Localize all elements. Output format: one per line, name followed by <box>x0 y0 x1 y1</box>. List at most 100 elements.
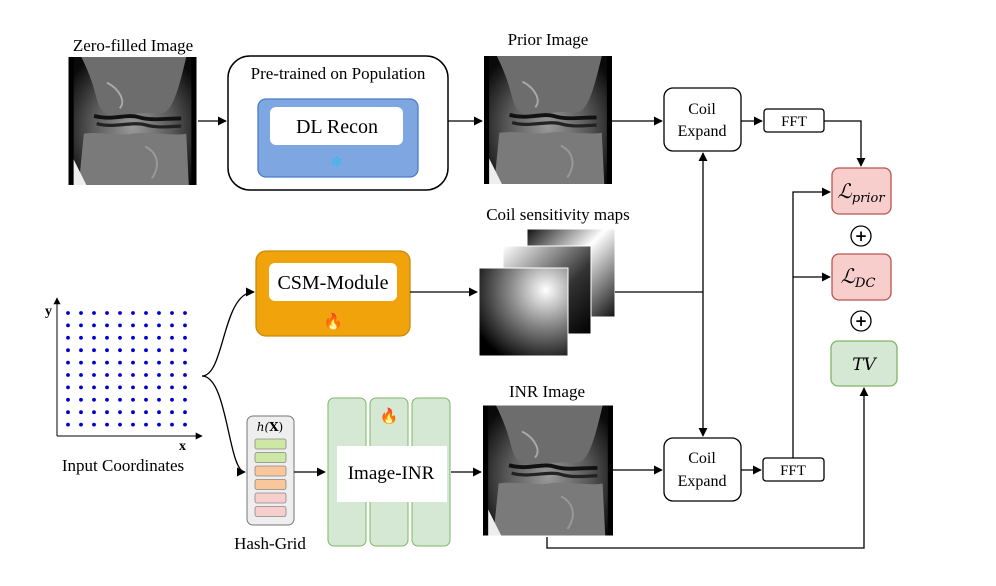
grid-point <box>183 385 187 390</box>
grid-point <box>92 348 96 353</box>
inr-image-label: INR Image <box>509 382 585 401</box>
grid-point <box>183 348 187 353</box>
grid-point <box>79 335 83 340</box>
grid-point <box>79 348 83 353</box>
hash-grid-layers <box>254 438 287 517</box>
grid-point <box>183 373 187 377</box>
plus-circle-1 <box>850 225 872 247</box>
hash-layer <box>254 438 287 450</box>
fire-icon-inr: 🔥 <box>380 407 399 425</box>
grid-point <box>157 348 161 353</box>
grid-point <box>131 385 135 390</box>
fft-top-label: FFT <box>781 114 807 130</box>
tv-box <box>830 340 898 387</box>
grid-point <box>157 360 161 365</box>
grid-point <box>183 335 187 340</box>
grid-point <box>79 410 83 415</box>
hash-layer <box>254 506 287 517</box>
grid-point <box>79 422 83 427</box>
grid-point <box>92 410 96 415</box>
grid-point <box>170 335 174 340</box>
grid-point <box>79 311 83 315</box>
grid-point <box>66 410 70 415</box>
hash-fn-close: ) <box>279 420 284 434</box>
loss-dc-sub: DC <box>854 276 875 291</box>
grid-point <box>105 410 109 415</box>
csm-module-label: CSM-Module <box>277 272 388 294</box>
coil-expand-bottom <box>663 437 742 502</box>
plus-circle-2 <box>850 310 872 332</box>
inr-image <box>483 404 613 537</box>
grid-point <box>92 335 96 340</box>
grid-point <box>105 335 109 340</box>
grid-point <box>170 373 174 377</box>
grid-point <box>144 311 148 315</box>
grid-point <box>118 335 122 340</box>
grid-point <box>144 335 148 340</box>
image-inr-label: Image-INR <box>348 463 435 484</box>
grid-point <box>170 311 174 315</box>
grid-point <box>131 373 135 377</box>
grid-point <box>92 323 96 328</box>
grid-point <box>105 422 109 427</box>
zero-filled-label: Zero-filled Image <box>73 36 193 55</box>
grid-point <box>105 385 109 390</box>
grid-point <box>144 323 148 328</box>
hash-fn-h: h( <box>257 420 270 434</box>
hash-fn-x: X <box>269 420 279 434</box>
arrow-coords-to-csm <box>201 287 255 377</box>
grid-point <box>92 385 96 390</box>
grid-point <box>183 422 187 427</box>
arrow-fft-to-prior-loss <box>824 120 866 167</box>
grid-point <box>131 335 135 340</box>
grid-point <box>170 348 174 353</box>
tv-label: TV <box>852 355 877 375</box>
plus-sign-1: + <box>855 227 868 245</box>
grid-point <box>92 311 96 315</box>
grid-point <box>170 323 174 328</box>
grid-point <box>144 348 148 353</box>
grid-point <box>157 422 161 427</box>
grid-point <box>79 360 83 365</box>
grid-point <box>118 385 122 390</box>
grid-point <box>105 373 109 377</box>
grid-point <box>66 348 70 353</box>
grid-point <box>131 410 135 415</box>
grid-point <box>66 373 70 377</box>
grid-point <box>92 373 96 377</box>
grid-point <box>157 373 161 377</box>
grid-point <box>66 385 70 390</box>
loss-prior-main: ℒ <box>837 179 852 203</box>
image-inr-inner <box>337 446 447 502</box>
grid-point <box>79 385 83 390</box>
zero-filled-image <box>68 57 197 185</box>
grid-point <box>170 385 174 390</box>
grid-point <box>157 385 161 390</box>
grid-point <box>183 323 187 328</box>
grid-point <box>131 323 135 328</box>
grid-point <box>131 397 135 402</box>
grid-point <box>66 323 70 328</box>
grid-point <box>157 323 161 328</box>
grid-point <box>118 410 122 415</box>
coil-expand-bottom-line1: Coil <box>688 450 716 467</box>
loss-dc-label: ℒDC <box>841 264 876 291</box>
hash-grid-label: Hash-Grid <box>234 534 306 553</box>
grid-point <box>66 422 70 427</box>
grid-point <box>170 410 174 415</box>
csm-map-1 <box>478 267 569 357</box>
fire-icon: 🔥 <box>323 312 343 331</box>
grid-point <box>183 311 187 315</box>
grid-point <box>118 311 122 315</box>
pretrained-label: Pre-trained on Population <box>251 64 426 83</box>
arrow-fft-to-prior-side <box>792 187 831 458</box>
snowflake-icon: ❄ <box>331 153 344 171</box>
loss-prior-label: ℒprior <box>837 179 885 206</box>
loss-dc-main: ℒ <box>841 264 856 288</box>
coil-expand-top <box>663 87 742 152</box>
grid-point <box>66 397 70 402</box>
grid-point <box>105 311 109 315</box>
grid-point <box>79 323 83 328</box>
grid-point <box>144 410 148 415</box>
coil-expand-top-line2: Expand <box>678 123 727 140</box>
